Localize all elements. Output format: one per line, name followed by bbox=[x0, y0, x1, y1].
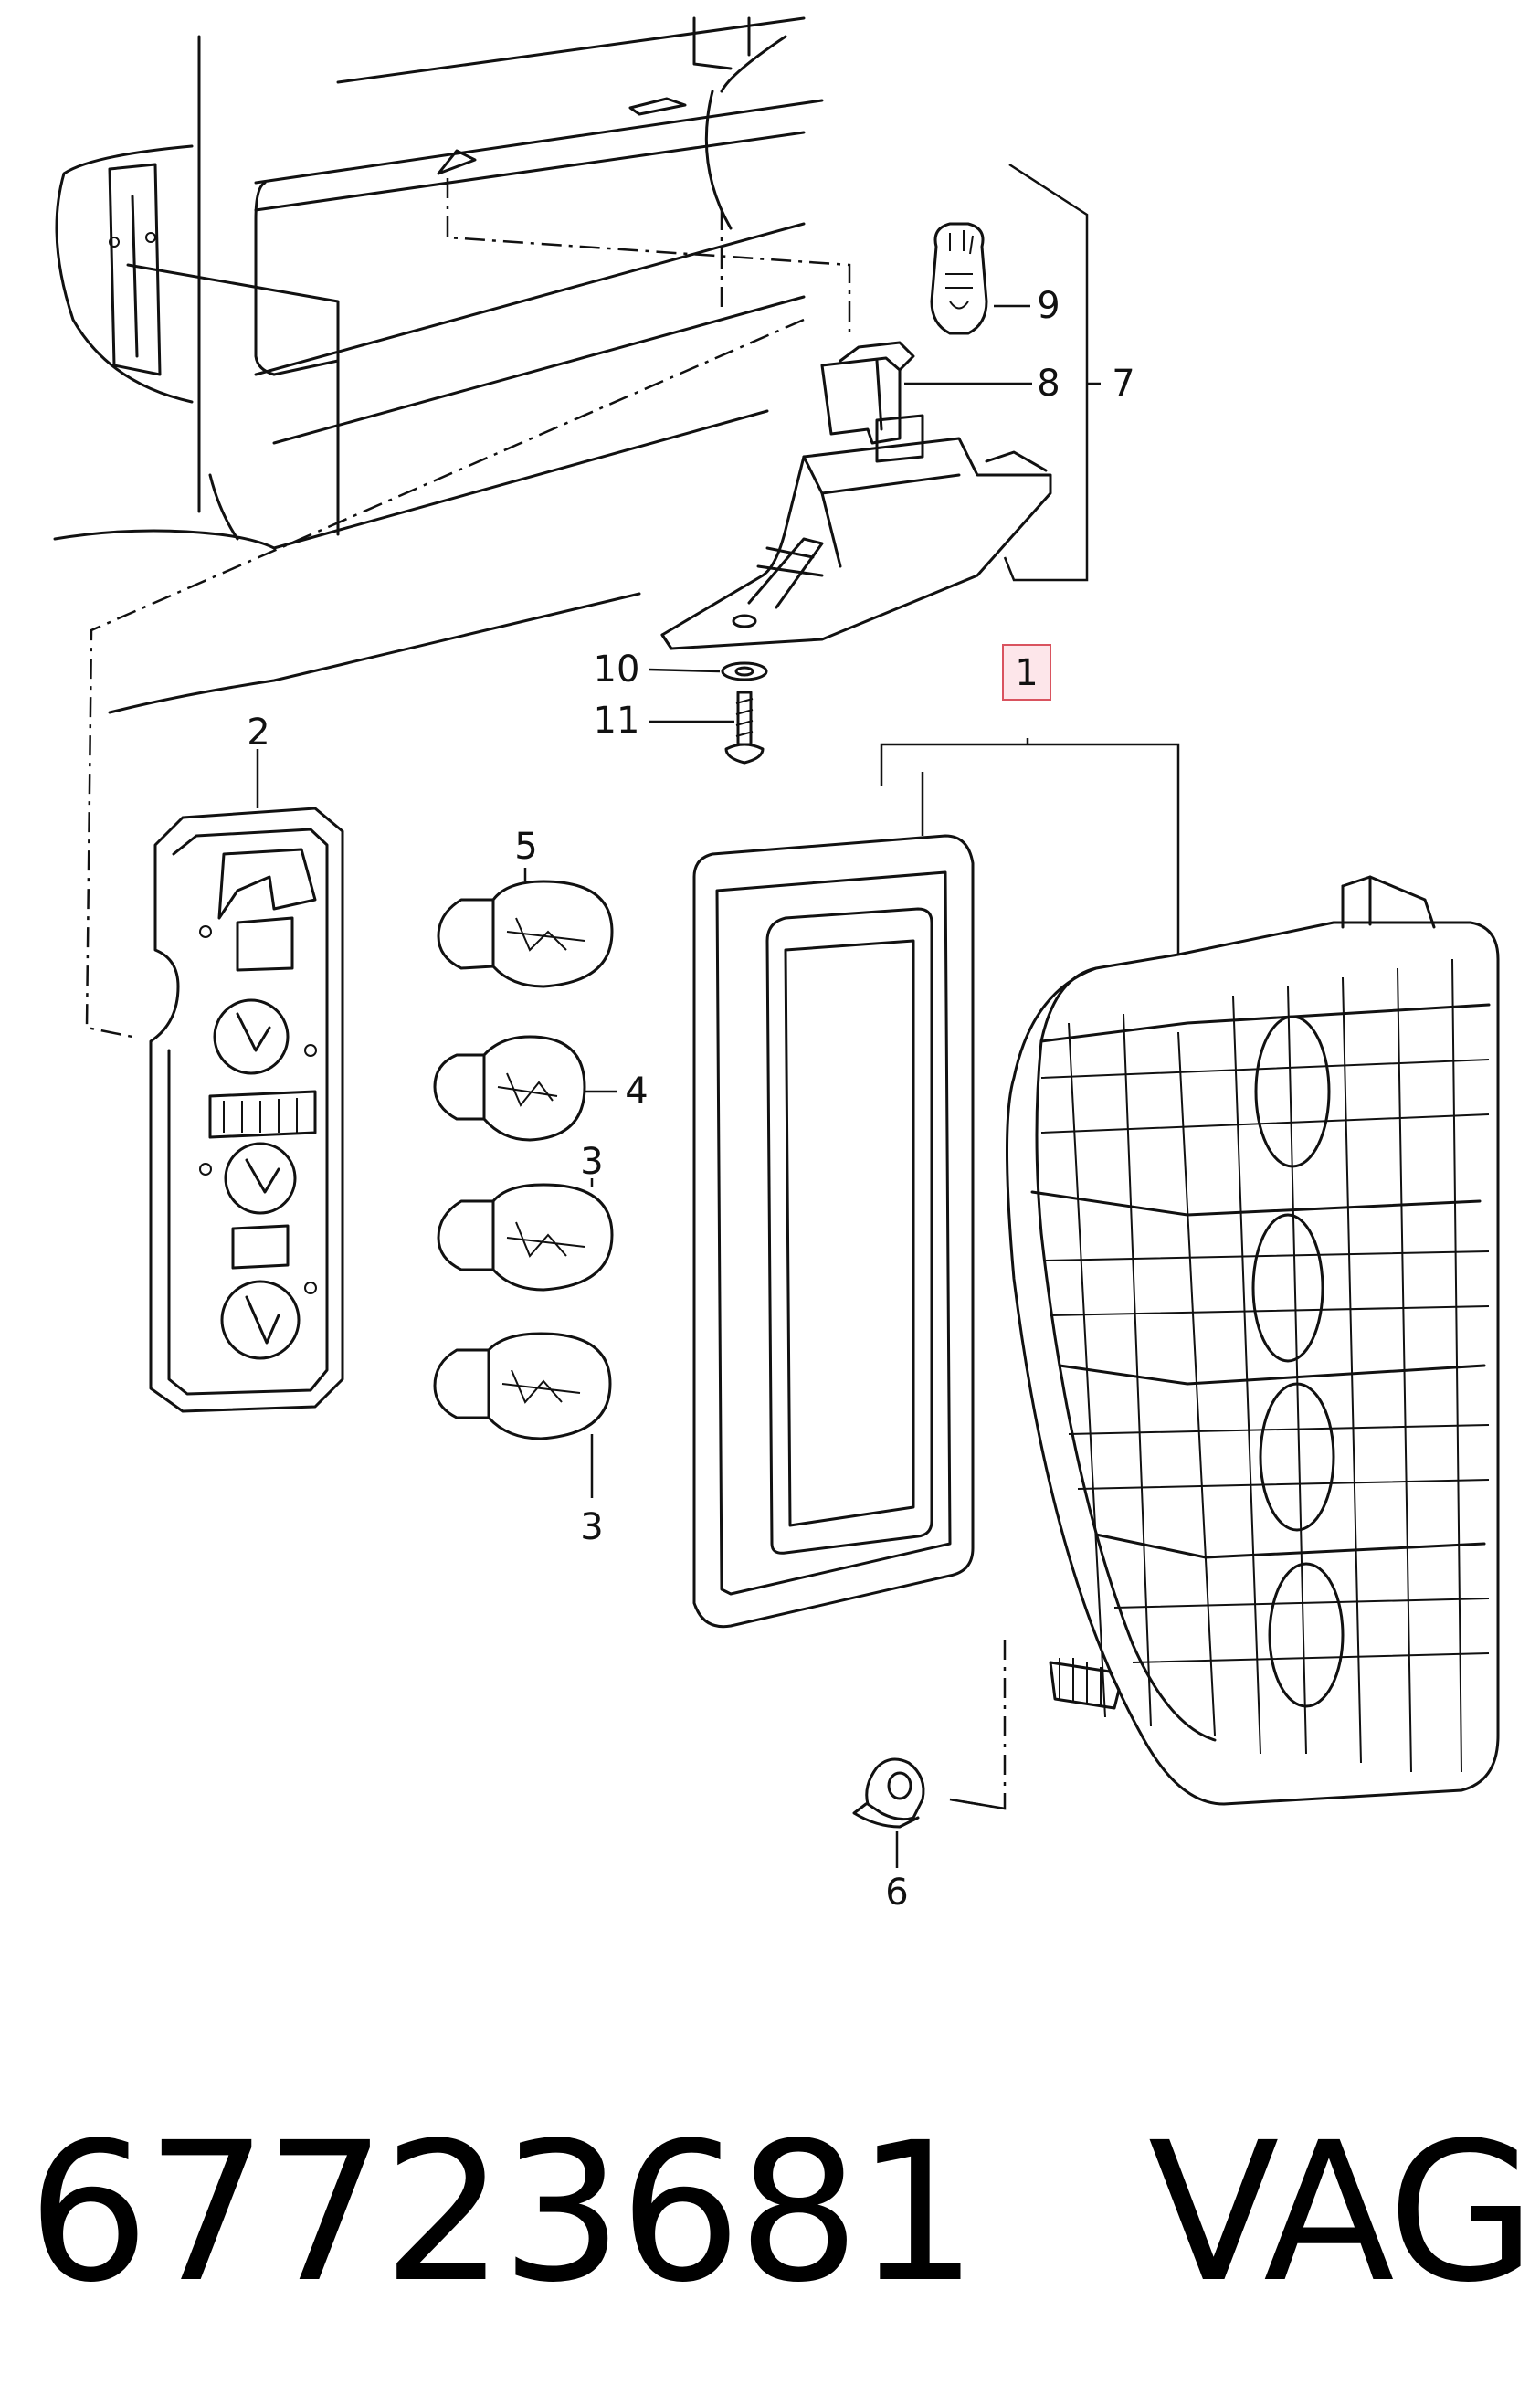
nut-and-bolt bbox=[852, 1658, 1121, 1868]
callout-9: 9 bbox=[1037, 285, 1060, 327]
callout-1-highlight bbox=[1002, 644, 1051, 701]
callout-3-lower: 3 bbox=[580, 1506, 603, 1548]
brand-name: VAG bbox=[1147, 2101, 1536, 2325]
callout-labels: 1 2 3 3 4 5 6 7 8 9 10 11 bbox=[247, 285, 1134, 1914]
bulb-3-lower bbox=[433, 1332, 612, 1498]
callout-5: 5 bbox=[514, 826, 537, 868]
callout-8: 8 bbox=[1037, 363, 1060, 405]
car-body-panel bbox=[53, 16, 824, 714]
bulb-5 bbox=[437, 868, 614, 988]
gasket bbox=[692, 772, 975, 1629]
callout-7: 7 bbox=[1112, 363, 1134, 405]
licence-plate-light bbox=[660, 222, 1052, 650]
bulb-4 bbox=[433, 1035, 617, 1142]
callout-3-upper: 3 bbox=[580, 1141, 603, 1183]
part-info-footer: 67723681 VAG bbox=[27, 2101, 1536, 2325]
leaders-top bbox=[904, 163, 1101, 582]
screw-and-washer bbox=[648, 661, 768, 765]
callout-11: 11 bbox=[594, 700, 640, 742]
callout-6: 6 bbox=[885, 1872, 908, 1914]
callout-10: 10 bbox=[594, 649, 640, 691]
bulb-3-upper bbox=[437, 1178, 614, 1292]
bulb-holder-plate bbox=[149, 749, 344, 1413]
part-number: 67723681 bbox=[27, 2101, 978, 2325]
assembly-lines bbox=[85, 178, 1007, 1810]
callout-4: 4 bbox=[625, 1071, 648, 1113]
callout-2: 2 bbox=[247, 712, 269, 754]
callout-1: 1 bbox=[1015, 652, 1038, 694]
tail-lamp bbox=[880, 738, 1500, 1806]
